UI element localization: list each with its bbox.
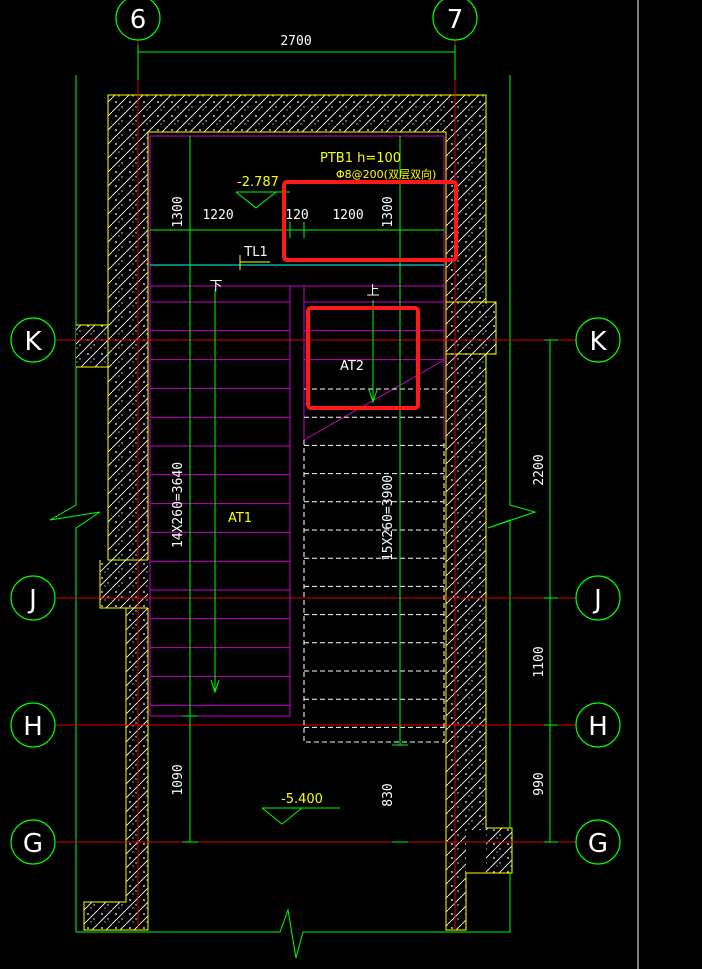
stair-label-at1: AT1 (228, 511, 252, 526)
axis-label-k-left: K (24, 327, 42, 357)
axis-bubble-k-left (10, 317, 56, 363)
dimension-lines (137, 45, 558, 843)
axis-label-h-left: H (23, 712, 43, 742)
hidden-outline (303, 440, 445, 743)
break-lines (49, 75, 537, 959)
dim-right-lower: 990 (532, 772, 547, 795)
stair-label-at2: AT2 (340, 359, 364, 374)
stair-treads-flight-1 (150, 301, 290, 706)
up-label: 上 (366, 284, 379, 299)
axis-label-7: 7 (447, 5, 464, 35)
dim-top-span: 2700 (280, 34, 311, 49)
landing-beam-tl1 (150, 255, 444, 270)
walk-arrows (210, 290, 378, 694)
axis-bubble-g-left (10, 819, 56, 865)
axis-bubble-h-right (575, 702, 621, 748)
axis-bubble-g-right (575, 819, 621, 865)
axis-bubbles (10, 0, 621, 865)
dim-landing-gap: 120 (285, 208, 308, 223)
slab-rebar-label: Φ8@200(双层双向) (336, 167, 436, 181)
dim-landing-right-height: 1300 (381, 196, 396, 227)
axis-label-6: 6 (130, 5, 147, 35)
down-label: 下 (209, 279, 222, 294)
highlight-boxes (282, 180, 458, 410)
axis-labels: 6 7 K J H G K J H G (23, 5, 608, 859)
elevation-bottom-label: -5.400 (281, 792, 323, 807)
beam-label: TL1 (243, 245, 267, 260)
axis-label-h-right: H (588, 712, 608, 742)
axis-label-g-right: G (588, 829, 608, 859)
dim-left-bottom: 1090 (171, 764, 186, 795)
concrete-walls (76, 95, 512, 930)
highlight-box-landing (282, 180, 458, 262)
dim-right-middle: 1100 (532, 646, 547, 677)
stair-treads-flight-2-upper (304, 301, 444, 361)
dim-landing-right-width: 1200 (332, 208, 363, 223)
axis-label-k-right: K (589, 327, 607, 357)
stair-treads-flight-2-lower (304, 388, 444, 728)
dim-right-upper: 2200 (532, 454, 547, 485)
axis-bubble-7 (432, 0, 478, 41)
axis-bubble-j-right (575, 575, 621, 621)
elevation-markers (235, 191, 340, 825)
axis-bubble-h-left (10, 702, 56, 748)
highlight-box-at2 (306, 306, 420, 410)
dim-flight-1: 14X260=3640 (171, 462, 186, 548)
axis-bubble-6 (115, 0, 161, 41)
slab-name-label: PTB1 h=100 (320, 151, 401, 166)
elevation-top-label: -2.787 (237, 175, 279, 190)
dim-mid-bottom: 830 (381, 783, 396, 806)
wall-outlines (76, 94, 513, 931)
axis-bubble-j-left (10, 575, 56, 621)
axis-label-j-right: J (592, 585, 602, 615)
dim-flight-2: 15X260=3900 (381, 475, 396, 561)
axis-label-g-left: G (23, 829, 43, 859)
axis-bubble-k-right (575, 317, 621, 363)
dim-landing-left-height: 1300 (171, 196, 186, 227)
axis-label-j-left: J (27, 585, 37, 615)
dim-landing-left-width: 1220 (202, 208, 233, 223)
